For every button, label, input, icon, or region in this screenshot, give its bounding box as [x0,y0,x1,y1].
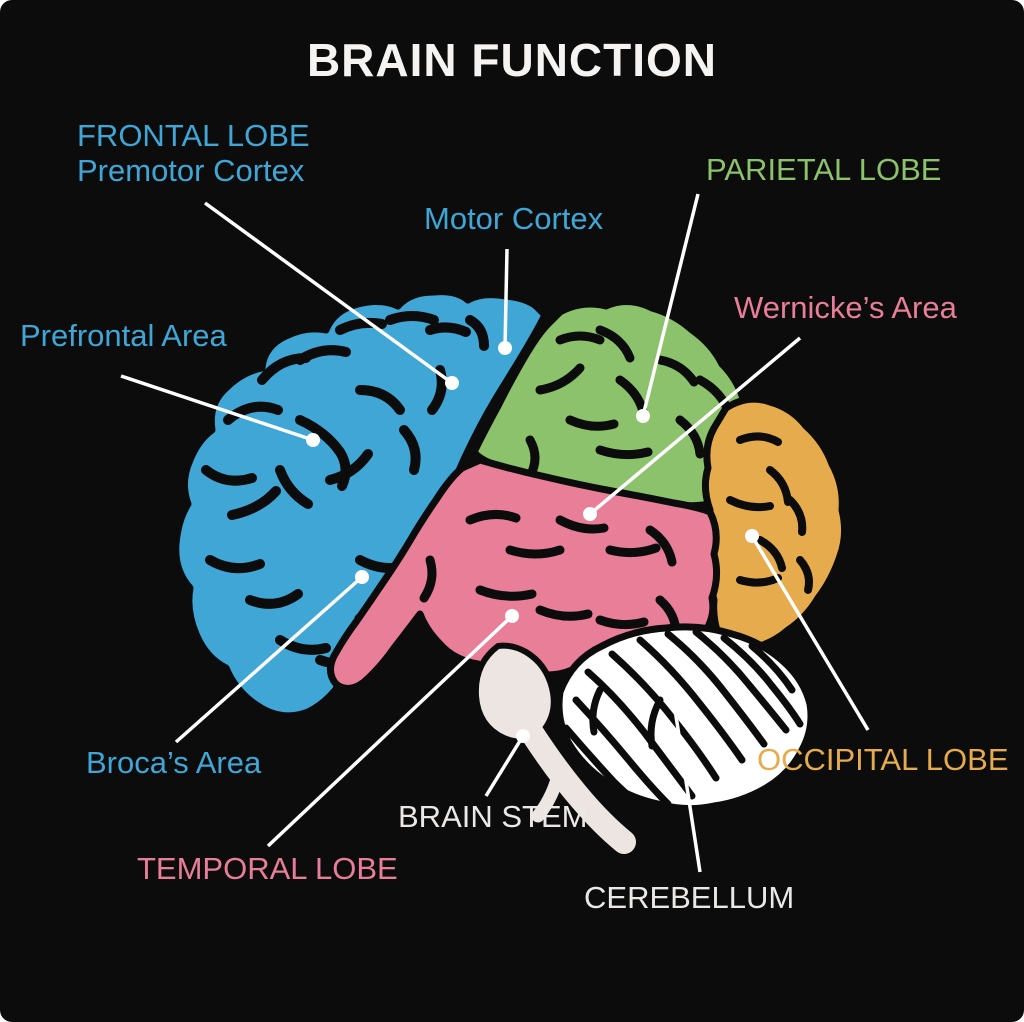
label-parietal-lobe: PARIETAL LOBE [706,152,942,187]
label-prefrontal-area: Prefrontal Area [20,318,227,353]
leader-line-temporal-lobe [266,614,514,848]
leader-line-cerebellum [670,689,702,873]
page-title: BRAIN FUNCTION [306,34,718,86]
occipital-lobe-region [701,395,849,654]
label-brain-stem: BRAIN STEM [398,799,588,834]
leader-dot-temporal-lobe [505,609,519,623]
leader-line-wernickes-area [588,336,802,516]
leader-dot-cerebellum [665,683,679,697]
cerebellum-region [555,623,815,813]
leader-dot-frontal-premotor [445,376,459,390]
leader-line-brain-stem [484,735,525,797]
leader-line-brocas-area [174,575,364,744]
label-premotor-cortex: Premotor Cortex [77,153,305,188]
leader-line-parietal-lobe [641,193,700,417]
leader-dot-prefrontal-area [306,433,320,447]
leader-line-frontal-premotor [203,201,454,385]
label-frontal-lobe-line1: FRONTAL LOBE [77,118,310,153]
label-motor-cortex: Motor Cortex [424,201,604,236]
label-brocas-area: Broca’s Area [86,745,262,780]
leader-line-motor-cortex [503,248,509,349]
label-cerebellum: CEREBELLUM [584,880,795,915]
label-wernickes-area: Wernicke’s Area [734,290,957,325]
label-occipital-lobe: OCCIPITAL LOBE [757,742,1009,777]
brain-stem-region [472,642,636,854]
leader-lines [120,193,870,873]
leader-dot-brocas-area [355,570,369,584]
leader-dot-occipital-lobe [745,529,759,543]
label-frontal-lobe: FRONTAL LOBE Premotor Cortex [77,118,310,188]
leader-dot-wernickes-area [583,507,597,521]
leader-line-prefrontal-area [120,374,314,442]
leader-dot-brain-stem [516,729,530,743]
leader-dot-parietal-lobe [636,409,650,423]
leader-dot-motor-cortex [498,341,512,355]
frontal-lobe-region [172,288,549,720]
label-temporal-lobe: TEMPORAL LOBE [137,851,398,886]
leader-line-occipital-lobe [750,535,870,731]
